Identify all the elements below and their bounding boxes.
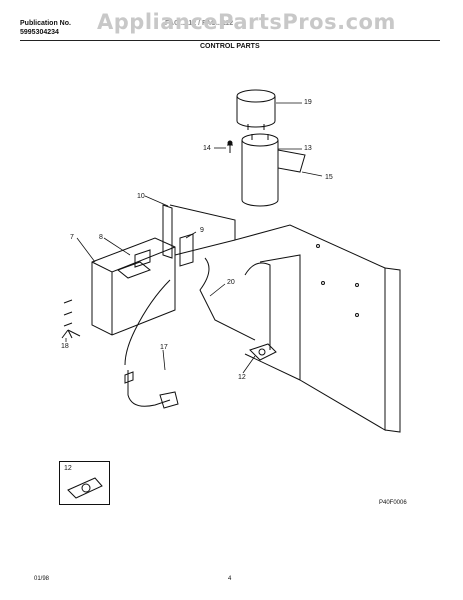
callout-14: 14 xyxy=(203,145,211,152)
callout-20: 20 xyxy=(227,279,235,286)
callout-12: 12 xyxy=(238,374,246,381)
model-line: FAC...112 / FAC...112 xyxy=(165,20,234,27)
header-rule xyxy=(20,40,440,41)
part-14-screw xyxy=(227,144,233,153)
inset-box: 12 xyxy=(59,461,110,505)
callout-7: 7 xyxy=(70,234,74,241)
part-13-capacitor xyxy=(241,133,279,207)
drawing-code: P40F0006 xyxy=(379,500,407,506)
leader-lines xyxy=(65,102,323,374)
section-title: CONTROL PARTS xyxy=(200,43,260,50)
callout-17: 17 xyxy=(160,344,168,351)
inset-label: 12 xyxy=(64,465,72,472)
wiring-harness xyxy=(124,279,171,366)
inset-strain-relief xyxy=(67,477,103,499)
callout-13: 13 xyxy=(304,145,312,152)
callout-8: 8 xyxy=(99,234,103,241)
part-20-thermostat-bulb xyxy=(199,257,256,341)
publication-label: Publication No. xyxy=(20,20,71,27)
callout-9: 9 xyxy=(200,227,204,234)
callout-19: 19 xyxy=(304,99,312,106)
part-9-thermostat xyxy=(179,233,194,267)
watermark-logo: AppliancePartsPros.com xyxy=(97,10,396,34)
bulkhead-panel xyxy=(169,204,401,433)
part-14-screw-head xyxy=(227,140,233,146)
callout-15: 15 xyxy=(325,174,333,181)
part-7-control-box xyxy=(91,237,176,336)
callout-18: 18 xyxy=(61,343,69,350)
footer-date: 01/98 xyxy=(34,576,50,582)
page-number: 4 xyxy=(228,576,232,582)
part-8-switch xyxy=(134,249,151,268)
part-18-screws xyxy=(61,299,81,339)
publication-number: 5995304234 xyxy=(20,29,59,36)
part-17-power-cord xyxy=(124,370,179,409)
part-15-bracket xyxy=(277,149,306,173)
part-19-capacitor-cap xyxy=(236,89,276,130)
part-10-bracket xyxy=(162,204,173,259)
callout-10: 10 xyxy=(137,193,145,200)
part-12-strain-relief xyxy=(249,343,277,361)
